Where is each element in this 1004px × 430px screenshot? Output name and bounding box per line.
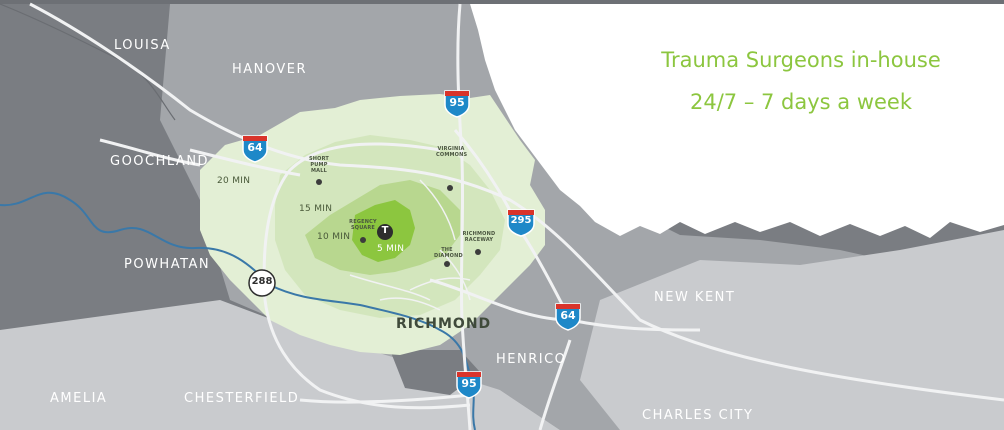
county-powhatan: POWHATAN bbox=[124, 257, 211, 272]
banner-line-2: 24/7 – 7 days a week bbox=[689, 90, 912, 114]
ring-label-10-min: 10 MIN bbox=[317, 232, 351, 242]
minor-roads bbox=[349, 179, 471, 311]
county-amelia: AMELIA bbox=[50, 391, 108, 406]
county-henrico: HENRICO bbox=[496, 352, 567, 367]
shield-i95-north bbox=[444, 90, 470, 118]
shield-i64-east bbox=[555, 303, 581, 331]
top-border bbox=[0, 0, 1004, 4]
poi-label-raceway: RICHMOND RACEWAY bbox=[462, 231, 496, 243]
ring-label-15-min: 15 MIN bbox=[299, 204, 333, 214]
shield-sr288-number: 288 bbox=[251, 276, 273, 287]
county-hanover: HANOVER bbox=[232, 62, 308, 77]
poi-dot-raceway bbox=[475, 249, 481, 255]
region-light-east bbox=[580, 230, 1004, 430]
poi-dot-short-pump bbox=[316, 179, 322, 185]
region-white bbox=[470, 4, 1004, 238]
city-richmond: RICHMOND bbox=[396, 316, 492, 332]
poi-label-diamond: THE DIAMOND bbox=[434, 247, 463, 259]
ring-label-20-min: 20 MIN bbox=[217, 176, 251, 186]
shield-i64-west-number: 64 bbox=[247, 141, 263, 154]
shield-i295 bbox=[507, 209, 535, 237]
county-louisa: LOUISA bbox=[114, 38, 171, 53]
county-charles-city: CHARLES CITY bbox=[642, 408, 754, 423]
poi-dot-regency bbox=[360, 237, 366, 243]
region-light bbox=[0, 300, 560, 430]
county-chesterfield: CHESTERFIELD bbox=[184, 391, 300, 406]
shield-i295-number: 295 bbox=[510, 215, 532, 226]
shield-i64-west bbox=[242, 135, 268, 163]
shield-i95-south-number: 95 bbox=[461, 377, 477, 390]
shield-i64-east-number: 64 bbox=[560, 309, 576, 322]
shield-i95-south bbox=[456, 371, 482, 399]
banner-line-1: Trauma Surgeons in-house bbox=[661, 48, 941, 72]
poi-label-virginia-commons: VIRGINIA COMMONS bbox=[436, 146, 468, 158]
shield-i95-north-number: 95 bbox=[449, 96, 465, 109]
county-goochland: GOOCHLAND bbox=[110, 154, 210, 169]
poi-dot-virginia-commons bbox=[447, 185, 453, 191]
trauma-marker-letter: T bbox=[381, 225, 389, 236]
trauma-center-marker bbox=[377, 224, 393, 240]
ring-label-5-min: 5 MIN bbox=[377, 244, 405, 254]
county-new-kent: NEW KENT bbox=[654, 290, 736, 305]
poi-dot-diamond bbox=[444, 261, 450, 267]
poi-label-regency: REGENCY SQUARE bbox=[349, 219, 377, 231]
shield-sr288 bbox=[248, 269, 276, 297]
poi-label-short-pump: SHORT PUMP MALL bbox=[308, 156, 330, 174]
